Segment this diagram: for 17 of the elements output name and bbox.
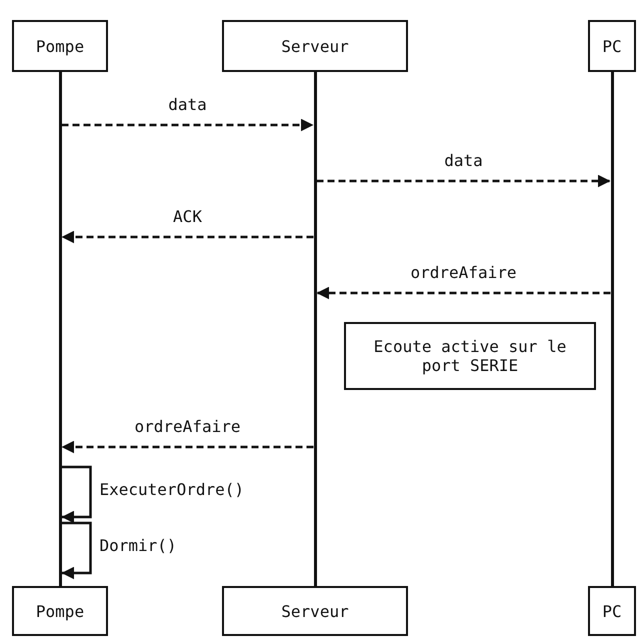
lifeline	[58, 72, 62, 586]
participant-box: Serveur	[222, 586, 408, 636]
participant-box: Pompe	[12, 586, 108, 636]
message-arrow	[62, 440, 314, 454]
lifeline	[610, 72, 614, 586]
participant-box: Serveur	[222, 20, 408, 72]
self-message-arrow	[62, 522, 92, 580]
participant-box: Pompe	[12, 20, 108, 72]
message-arrow	[316, 174, 610, 188]
lifeline	[314, 72, 316, 586]
note-box: Ecoute active sur le port SERIE	[344, 322, 596, 390]
participant-box: PC	[588, 586, 636, 636]
message-arrow	[62, 118, 314, 132]
message-arrow	[316, 286, 610, 300]
message-arrow	[62, 230, 314, 244]
self-message-arrow	[62, 466, 92, 524]
participant-box: PC	[588, 20, 636, 72]
